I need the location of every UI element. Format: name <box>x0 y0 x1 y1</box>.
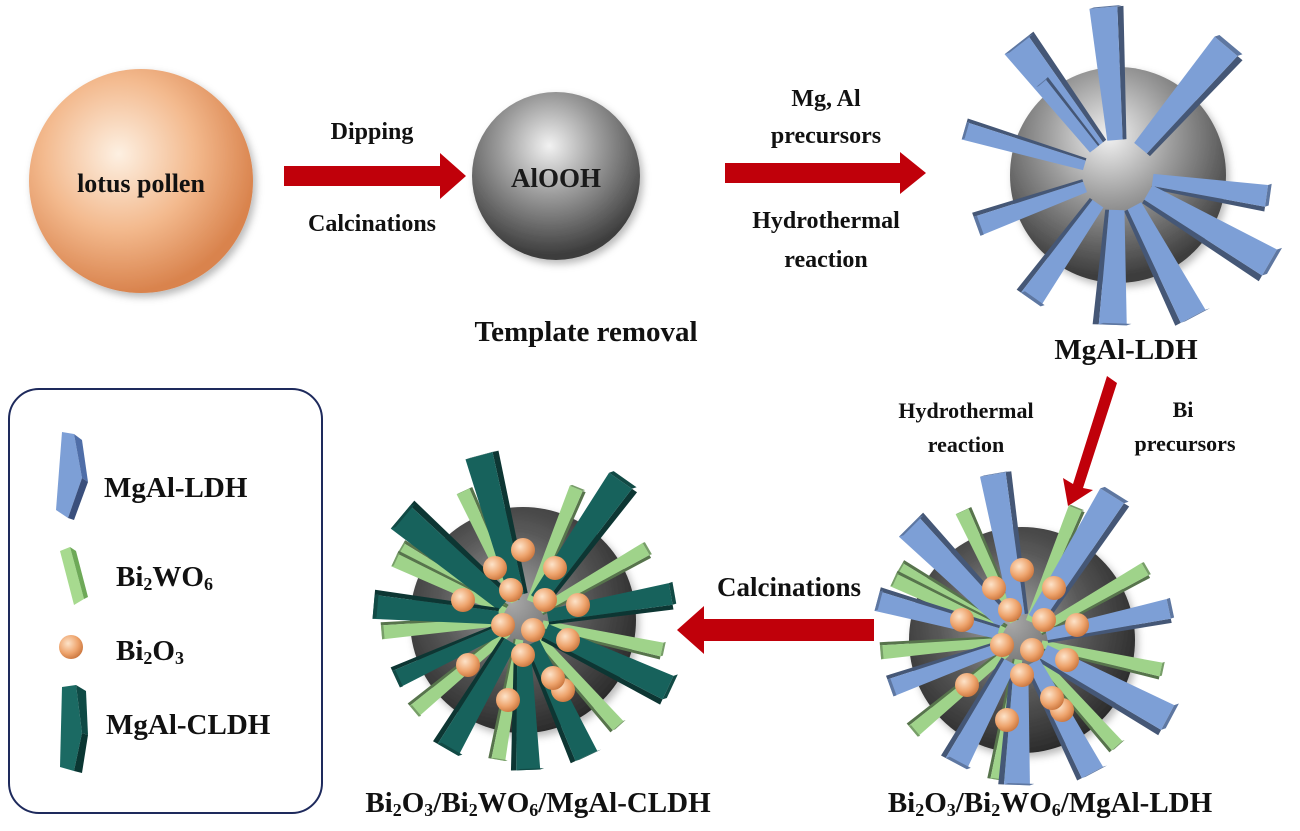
bi2o3-particle <box>483 556 507 580</box>
bi2o3-particle <box>566 593 590 617</box>
bi2o3-particle <box>1040 686 1064 710</box>
ldh-plate <box>1092 209 1132 326</box>
ldh-plate <box>1016 197 1104 307</box>
arrow-ldh-to-composite <box>1063 376 1117 506</box>
ldh-plate <box>1151 173 1272 212</box>
bi2o3-particle <box>950 608 974 632</box>
bi2o3-particle <box>998 598 1022 622</box>
bi2o3-particle <box>1010 663 1034 687</box>
cldh-plate <box>433 636 517 756</box>
ldh-plate <box>886 641 1001 697</box>
reaction-label-2: reaction <box>927 432 1005 457</box>
ldh-plate <box>1089 4 1127 141</box>
bi2o3-particle <box>499 578 523 602</box>
bi2o3-particle <box>1032 608 1056 632</box>
bi2o3-bi2wo6-mgal-ldh-particle <box>874 470 1179 786</box>
arrow-pollen-to-alooh <box>284 153 466 199</box>
composite-cldh-caption: Bi2O3/Bi2WO6/MgAl-CLDH <box>365 787 711 820</box>
precursors-label-1: precursors <box>770 123 882 149</box>
bi2o3-particle <box>1010 558 1034 582</box>
bi2o3-particle <box>1020 638 1044 662</box>
bi-label: Bi <box>1172 397 1194 422</box>
bi2o3-particle <box>1055 648 1079 672</box>
arrow-alooh-to-ldh <box>725 152 926 194</box>
legend-bi2o3-label: Bi2O3 <box>116 635 184 668</box>
legend-bi2wo6-swatch <box>60 547 88 605</box>
bi2wo6-plate <box>879 635 1003 660</box>
calcinations-label-1: Calcinations <box>307 211 437 237</box>
ldh-plate <box>941 657 1017 770</box>
calcinations-label-2: Calcinations <box>716 572 862 602</box>
bi2o3-particle <box>1065 613 1089 637</box>
lotus-pollen-label: lotus pollen <box>77 169 205 198</box>
bi2o3-particle <box>955 673 979 697</box>
bi2o3-particle <box>451 588 475 612</box>
bi2o3-particle <box>982 576 1006 600</box>
bi2o3-particle <box>533 588 557 612</box>
hydrothermal-label-2: Hydrothermal <box>898 398 1034 423</box>
bi2o3-particle <box>541 666 565 690</box>
bi2o3-particle <box>511 643 535 667</box>
template-removal-label: Template removal <box>474 316 698 348</box>
alooh-label: AlOOH <box>510 163 602 193</box>
bi2o3-particle <box>496 688 520 712</box>
ldh-plate <box>1124 202 1211 326</box>
hydrothermal-label-1: Hydrothermal <box>752 208 900 234</box>
bi2o3-particle <box>1042 576 1066 600</box>
cldh-plate <box>390 623 503 688</box>
legend-cldh-swatch <box>60 685 88 773</box>
alooh-sphere <box>472 92 640 260</box>
legend-bi2wo6-label: Bi2WO6 <box>116 561 213 594</box>
legend-box <box>8 388 323 814</box>
bi2o3-particle <box>521 618 545 642</box>
legend-cldh-label: MgAl-CLDH <box>106 709 271 741</box>
arrow-calcination <box>677 606 874 654</box>
bi2o3-particle <box>990 633 1014 657</box>
lotus-pollen-sphere <box>29 69 253 293</box>
legend-ldh-swatch <box>56 432 88 520</box>
precursors-label-2: precursors <box>1134 431 1236 456</box>
legend-bi2o3-swatch <box>59 635 83 659</box>
bi2o3-bi2wo6-mgal-cldh-particle <box>372 450 678 771</box>
ldh-plate <box>961 118 1087 171</box>
mg-al-label: Mg, Al <box>791 86 861 112</box>
legend-ldh-label: MgAl-LDH <box>104 472 248 504</box>
composite-ldh-caption: Bi2O3/Bi2WO6/MgAl-LDH <box>887 787 1213 820</box>
bi2o3-particle <box>543 556 567 580</box>
bi2o3-particle <box>456 653 480 677</box>
bi2o3-particle <box>511 538 535 562</box>
ldh-plate <box>972 179 1087 236</box>
mgal-ldh-caption: MgAl-LDH <box>1054 334 1198 366</box>
ldh-plate <box>1036 77 1100 151</box>
ldh-plate <box>1142 185 1283 282</box>
ldh-plate <box>1134 35 1243 157</box>
dipping-label: Dipping <box>330 119 414 145</box>
bi2o3-particle <box>995 708 1019 732</box>
reaction-label-1: reaction <box>784 247 868 273</box>
bi2o3-particle <box>491 613 515 637</box>
mgal-ldh-particle <box>961 4 1283 326</box>
bi2o3-particle <box>556 628 580 652</box>
